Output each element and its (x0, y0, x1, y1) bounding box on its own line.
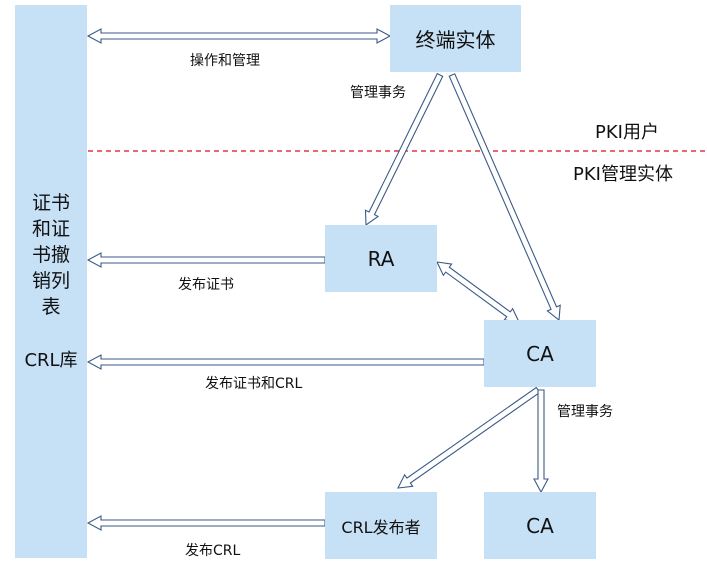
ca-node-main: CA (484, 320, 596, 387)
arrow-ca-to-crl-issuer (397, 386, 541, 489)
arrow-ca-to-ca (533, 389, 549, 494)
arrow-ra-to-repository (86, 252, 326, 268)
label-pki-mgmt-entity: PKI管理实体 (573, 164, 673, 185)
label-mgmt-transaction-bottom: 管理事务 (557, 404, 613, 420)
label-mgmt-transaction-top: 管理事务 (350, 85, 406, 101)
arrow-repository-end-entity (86, 28, 392, 44)
certificate-crl-repository: 证书 和证 书撤 销列 表 CRL库 (15, 5, 87, 558)
arrow-ra-ca (436, 261, 520, 323)
crl-repository-label: CRL库 (24, 350, 78, 371)
end-entity-node: 终端实体 (390, 5, 521, 72)
ca-node-sub: CA (484, 492, 596, 559)
label-publish-crl: 发布CRL (185, 543, 241, 559)
crl-issuer-node: CRL发布者 (325, 492, 437, 559)
ra-node: RA (325, 225, 437, 292)
arrow-end-entity-to-ra (364, 72, 444, 227)
label-pki-user: PKI用户 (595, 122, 659, 143)
label-publish-cert: 发布证书 (178, 277, 234, 293)
arrow-end-entity-to-ca (448, 73, 561, 322)
arrow-ca-to-repository (86, 354, 485, 370)
repository-title: 证书 和证 书撤 销列 表 (31, 192, 70, 318)
label-publish-cert-crl: 发布证书和CRL (205, 376, 303, 392)
label-operate-manage: 操作和管理 (190, 53, 260, 69)
arrow-crl-issuer-to-repository (86, 515, 326, 531)
